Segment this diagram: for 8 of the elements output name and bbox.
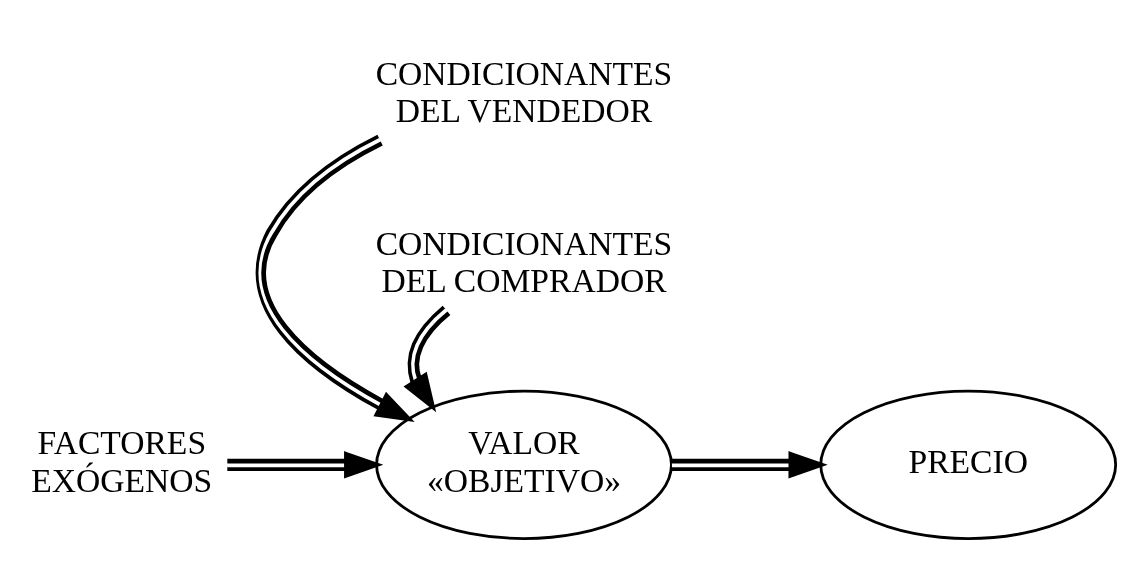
- arrow: [255, 134, 415, 422]
- arrow: [671, 450, 828, 479]
- node-text: FACTORES EXÓGENOS: [31, 423, 213, 499]
- node-text: CONDICIONANTES DEL COMPRADOR: [375, 224, 673, 299]
- arrow: [403, 305, 451, 412]
- node-text: CONDICIONANTES DEL VENDEDOR: [375, 54, 673, 129]
- arrow: [227, 450, 384, 479]
- node-ellipse: PRECIO: [819, 389, 1118, 540]
